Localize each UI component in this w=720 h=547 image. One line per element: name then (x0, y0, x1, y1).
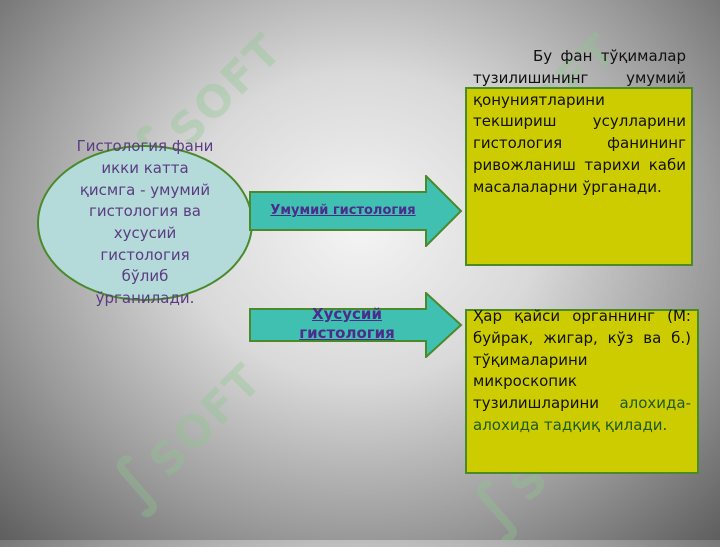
arrow-shape (249, 292, 463, 358)
special-histology-box (465, 309, 699, 474)
arrow-label-special: Хусусий гистология (299, 305, 395, 342)
arrow-special-histology: Хусусий гистология (249, 292, 463, 358)
arrow-shape (249, 175, 463, 247)
watermark-logo: ∫SOFT (95, 353, 273, 523)
special-histology-text-part2: алохида-алохида тадқиқ қилади. (473, 394, 691, 434)
arrow-general-histology: Умумий гистология (249, 175, 463, 247)
general-histology-box (465, 87, 693, 266)
topic-circle: Гистология фани икки катта қисмга - умум… (37, 137, 253, 307)
special-histology-text: Ҳар қайси органнинг (М: буйрак, жигар, к… (473, 306, 691, 437)
special-histology-text-part1: Ҳар қайси органнинг (М: буйрак, жигар, к… (473, 307, 691, 413)
general-histology-text: Бу фан тўқималар тузилишининг умумий қон… (473, 47, 686, 196)
arrow-label-general: Умумий гистология (270, 203, 416, 218)
topic-circle-text: Гистология фани икки катта қисмга - умум… (76, 137, 214, 308)
